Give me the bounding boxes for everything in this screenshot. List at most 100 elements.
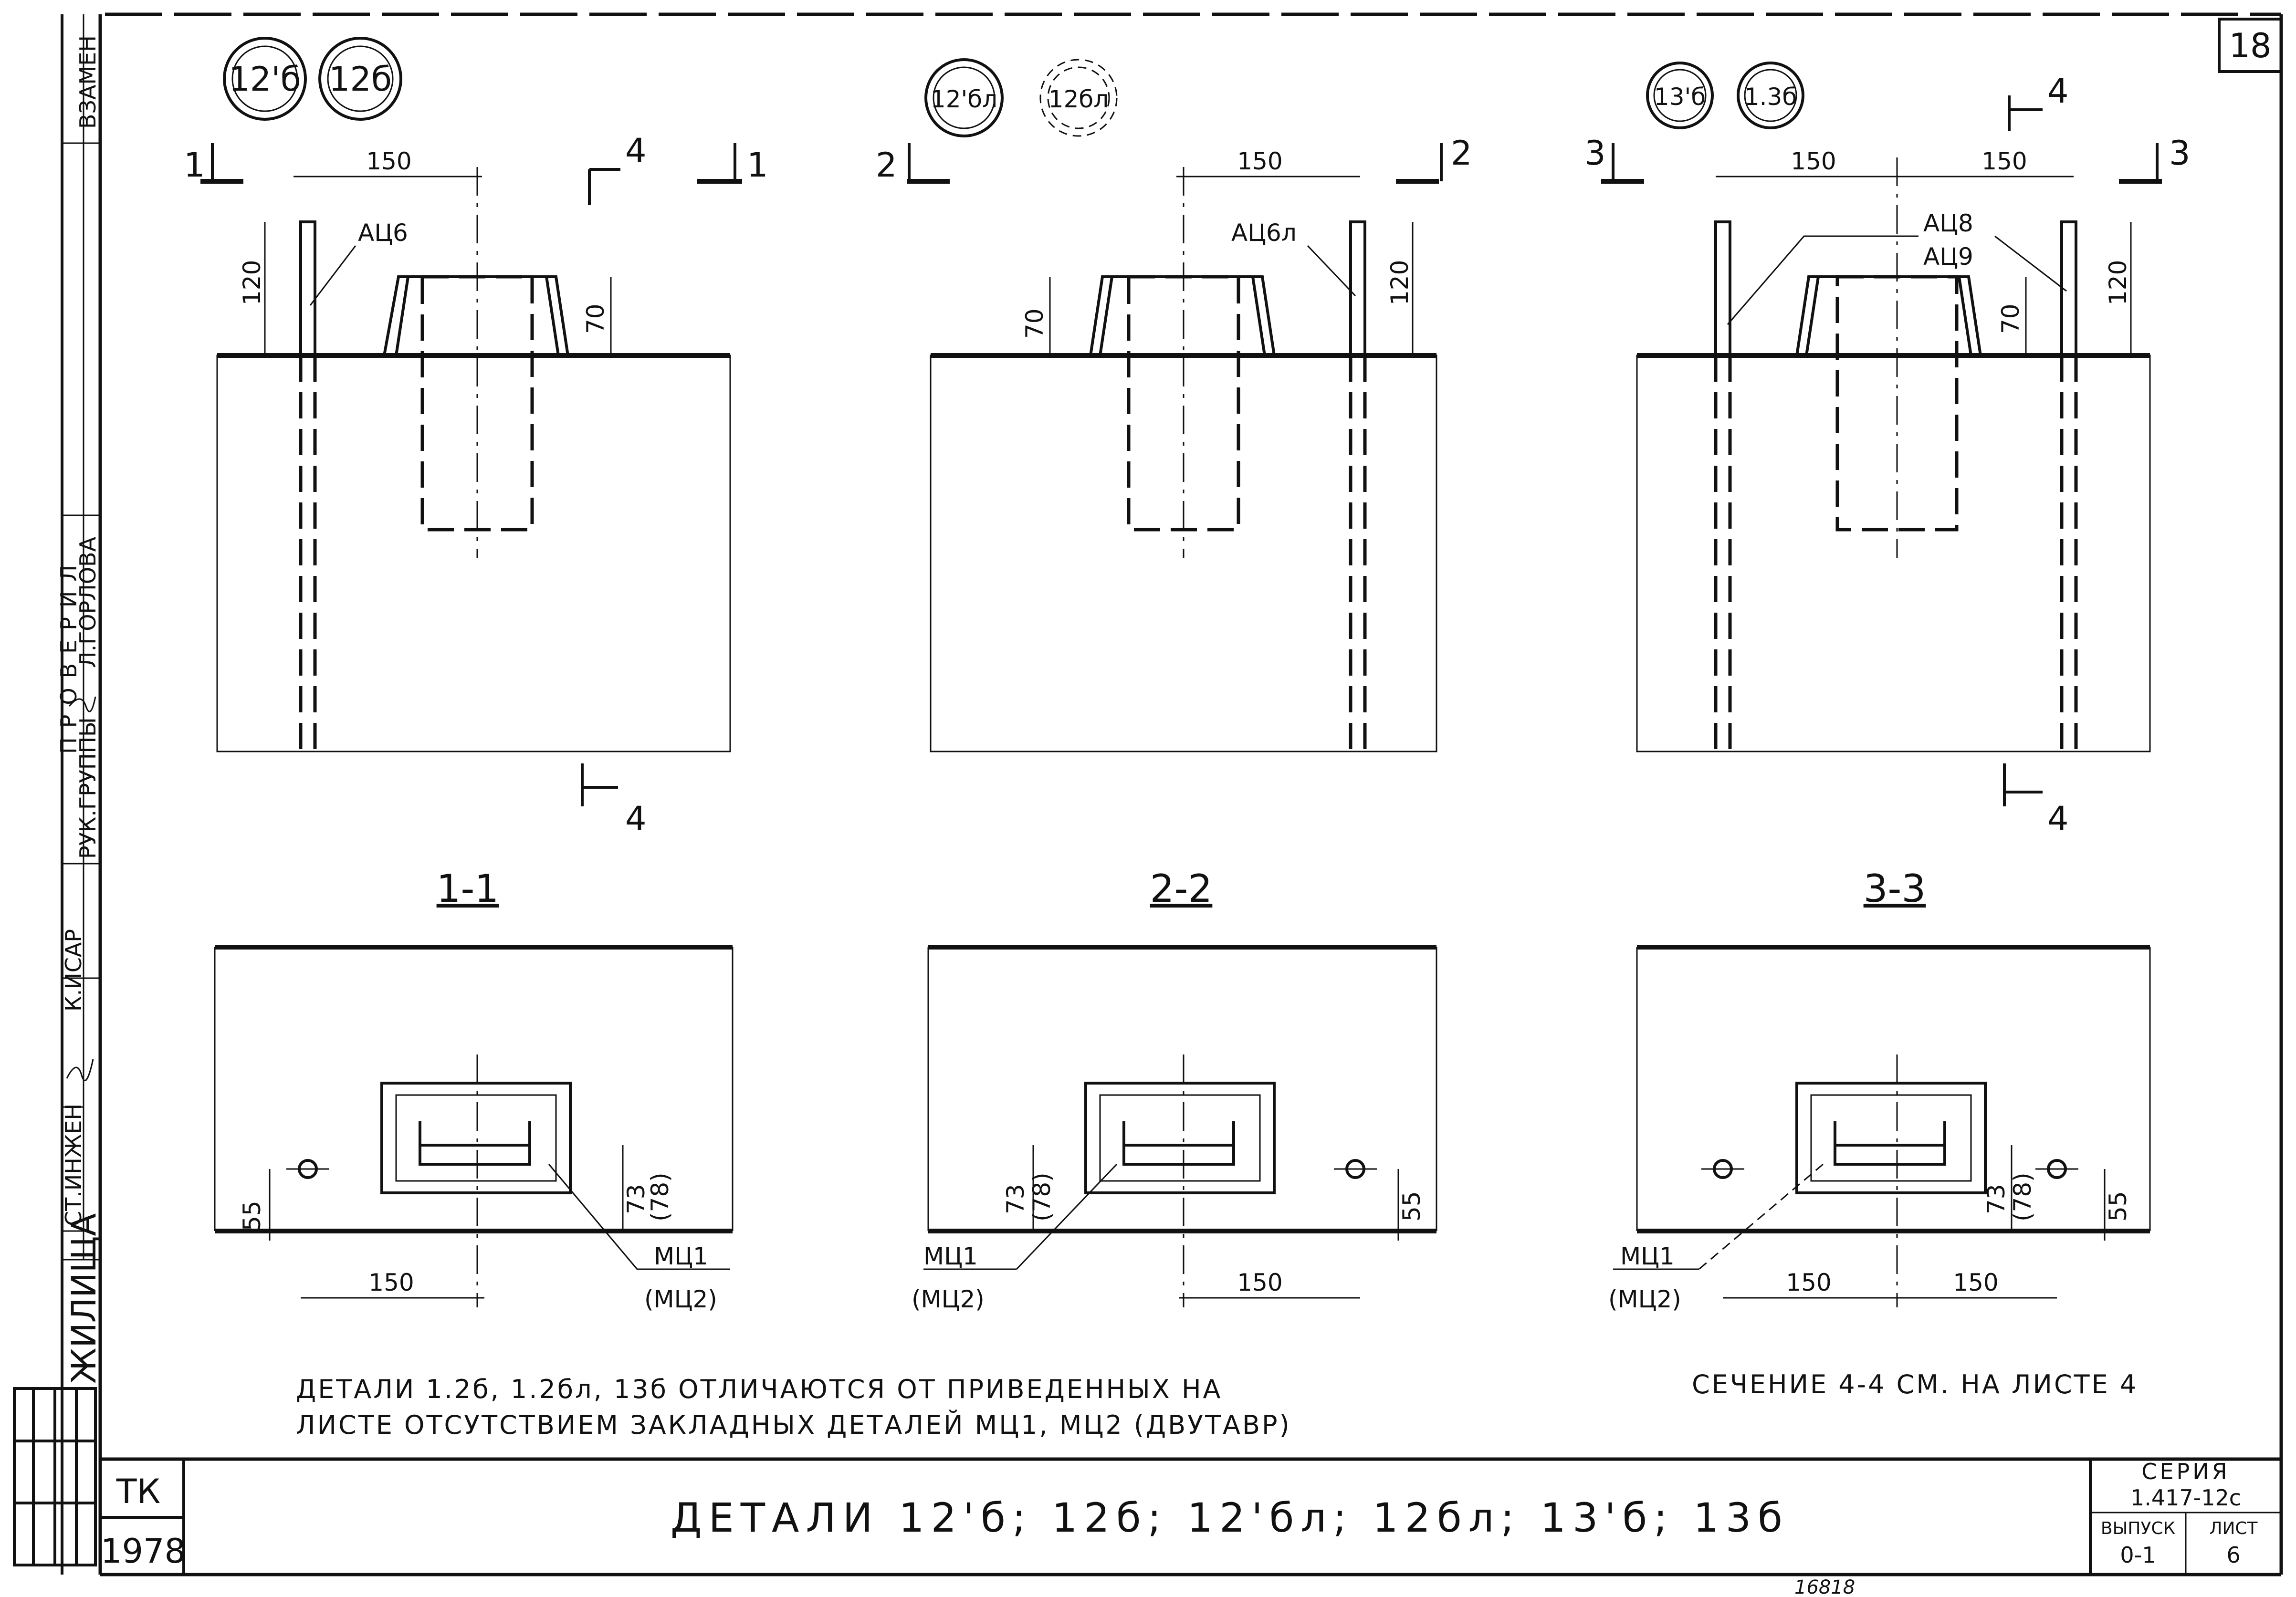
badge-group-3: 13'б 1.3б (1646, 62, 1804, 129)
dim-rebar-height-1: 120 (238, 260, 266, 305)
rebar-label-2: АЦ6л (1231, 219, 1297, 247)
svg-text:3: 3 (1584, 134, 1606, 173)
drawing-title: ДЕТАЛИ 12'б; 12б; 12'бл; 12бл; 13'б; 13б (671, 1494, 1789, 1541)
stamp-ruk-gruppy: РУК.ГРУППЫ (75, 717, 101, 859)
sheet-number-box: 18 (2218, 18, 2283, 73)
rebar-stub-1 (299, 220, 316, 357)
plan-dim-width-right-3: 150 (1953, 1269, 1998, 1296)
cut-mark-3-left: 3 (1584, 134, 1644, 184)
svg-text:1: 1 (184, 146, 205, 185)
svg-text:4: 4 (625, 131, 647, 170)
dim-top-2: 150 (1237, 147, 1282, 175)
svg-text:2: 2 (876, 146, 897, 185)
plan-dim-left-1: 55 (238, 1200, 266, 1231)
badge-1a: 12'б (229, 60, 301, 99)
institute-logo (13, 1387, 97, 1566)
view-mark-3-top: 4 (2008, 72, 2069, 131)
sheet-number: 18 (2229, 26, 2271, 65)
dim-insert-height-2: 70 (1021, 308, 1048, 339)
issue-value: 0-1 (2120, 1542, 2156, 1568)
plan-dim-depth-3: 73 (1982, 1184, 2010, 1214)
badge-group-1: 12'б 12б (223, 37, 402, 121)
stamp-proveril: ПРОВЕРИЛ (56, 555, 82, 754)
cut-mark-1-right: 1 (697, 143, 768, 185)
note-line-1: ДЕТАЛИ 1.2б, 1.2бл, 13б ОТЛИЧАЮТСЯ ОТ ПР… (296, 1374, 1222, 1404)
cut-mark-3-right: 3 (2119, 134, 2191, 184)
series-label: СЕРИЯ (2141, 1459, 2230, 1484)
badge-3a: 13'б (1654, 83, 1706, 111)
rebar-label-3b: АЦ9 (1923, 243, 1973, 271)
dim-rebar-height-2: 120 (1386, 260, 1414, 305)
insert-plate-2 (1089, 275, 1276, 356)
rebar-leader-1 (309, 245, 356, 306)
insert-plate-3 (1795, 275, 1982, 356)
svg-text:4: 4 (625, 799, 647, 838)
insert-label-alt-2: (МЦ2) (912, 1285, 985, 1313)
sheet-label: ЛИСТ (2209, 1519, 2258, 1538)
dim-top-left-3: 150 (1791, 147, 1836, 175)
left-stamp: ВЗАМЕН ПРОВЕРИЛ РУК.ГРУППЫ Л.ГОРЛОВА СТ.… (13, 14, 104, 1575)
dim-top-right-3: 150 (1981, 147, 2027, 175)
insert-leader-1 (548, 1164, 638, 1270)
section-title-3: 3-3 (1864, 866, 1926, 911)
rebar-label-1: АЦ6 (358, 219, 408, 247)
badge-1b: 12б (329, 60, 392, 99)
i-beam-plan-2 (1122, 1121, 1235, 1166)
title-year: 1978 (101, 1532, 186, 1571)
i-beam-plan-1 (419, 1121, 531, 1166)
insert-label-2: МЦ1 (923, 1242, 978, 1270)
svg-text:3: 3 (2169, 134, 2191, 173)
column-2: 12'бл 12бл 2 2 150 120 70 АЦ6л 2 (876, 58, 1472, 1313)
note-line-2: ЛИСТЕ ОТСУТСТВИЕМ ЗАКЛАДНЫХ ДЕТАЛЕЙ МЦ1,… (296, 1410, 1291, 1440)
elevation-block-3 (1636, 355, 2151, 752)
plan-dim-width-1: 150 (368, 1269, 414, 1296)
plan-dim-depth-1: 73 (622, 1184, 650, 1214)
stamp-vzamen: ВЗАМЕН (75, 35, 101, 129)
plan-dim-depth-2: 73 (1002, 1184, 1029, 1214)
rebar-stub-3b (2060, 220, 2077, 357)
issue-label: ВЫПУСК (2101, 1519, 2175, 1538)
title-block: ТК 1978 ДЕТАЛИ 12'б; 12б; 12'бл; 12бл; 1… (100, 1459, 2281, 1575)
cut-mark-2-right: 2 (1396, 134, 1472, 184)
plan-dim-right-3: 55 (2104, 1191, 2132, 1221)
insert-leader-2 (1016, 1163, 1118, 1270)
badge-2b: 12бл (1048, 85, 1109, 113)
archive-number: 16818 (1794, 1576, 1855, 1597)
insert-label-1: МЦ1 (654, 1242, 708, 1270)
plan-dim-width-left-3: 150 (1786, 1269, 1831, 1296)
plan-dim-depth-alt-2: (78) (1028, 1172, 1056, 1221)
insert-label-alt-1: (МЦ2) (644, 1285, 717, 1313)
rebar-label-3a: АЦ8 (1923, 209, 1973, 237)
insert-label-3: МЦ1 (1620, 1242, 1675, 1270)
insert-leader-3 (1698, 1163, 1824, 1270)
org-code: ТК (116, 1472, 160, 1511)
sheet-value: 6 (2226, 1542, 2240, 1568)
section-reference-note: СЕЧЕНИЕ 4-4 СМ. НА ЛИСТЕ 4 (1692, 1369, 2138, 1399)
cut-mark-1-left: 1 (184, 143, 243, 185)
series-value: 1.417-12с (2130, 1485, 2241, 1511)
badge-group-2: 12'бл 12бл (924, 58, 1118, 137)
rebar-leader-2 (1307, 245, 1356, 297)
rebar-leader-3a (1727, 235, 1919, 325)
badge-3b: 1.3б (1744, 83, 1797, 111)
rebar-stub-3a (1714, 220, 1731, 357)
stamp-gorlova: Л.ГОРЛОВА (75, 536, 101, 668)
dim-top-1: 150 (366, 147, 411, 175)
insert-plan-3 (1795, 1082, 1987, 1194)
stamp-st-inzh: СТ.ИНЖЕН (61, 1104, 86, 1226)
insert-plan-2 (1084, 1082, 1276, 1194)
signature-1 (66, 1059, 94, 1081)
insert-plan-1 (380, 1082, 572, 1194)
stamp-kisar: К.ИСАР (61, 929, 86, 1012)
plan-dim-width-2: 150 (1237, 1269, 1282, 1296)
insert-label-alt-3: (МЦ2) (1608, 1285, 1681, 1313)
section-title-1: 1-1 (437, 866, 499, 911)
stamp-zhilishcha: ЖИЛИЩА (64, 1213, 104, 1384)
section-title-2: 2-2 (1150, 866, 1213, 911)
column-3: 13'б 1.3б 3 3 4 4 150 150 120 7 (1584, 62, 2191, 1313)
svg-text:4: 4 (2047, 799, 2069, 838)
view-mark-4-top: 4 (588, 131, 647, 205)
elevation-block-1 (216, 355, 731, 752)
i-beam-plan-3 (1834, 1121, 1946, 1166)
